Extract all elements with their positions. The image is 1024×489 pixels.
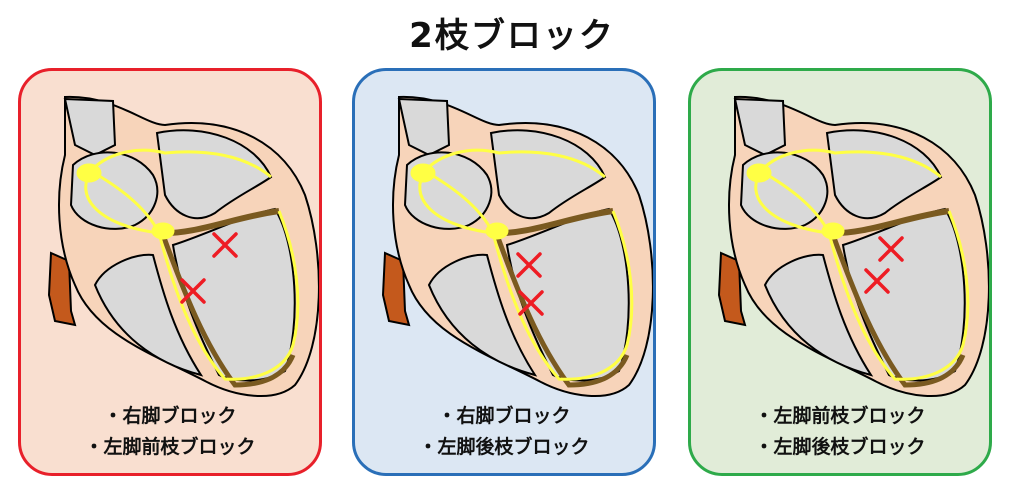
caption-line-2: ・左脚前枝ブロック: [84, 436, 256, 458]
right-ventricle: [427, 253, 538, 377]
block-caption: ・左脚前枝ブロック ・左脚後枝ブロック: [691, 401, 989, 463]
pulmonary-trunk: [397, 97, 451, 157]
caption-line-2: ・左脚後枝ブロック: [418, 436, 590, 458]
panel-lafb-lpfb: ・左脚前枝ブロック ・左脚後枝ブロック: [688, 68, 992, 476]
panel-rbbb-lpfb: ・右脚ブロック ・左脚後枝ブロック: [352, 68, 656, 476]
sa-node: [410, 163, 436, 183]
block-caption: ・右脚ブロック ・左脚前枝ブロック: [21, 401, 319, 463]
heart-diagram: [717, 95, 989, 397]
heart-diagram: [381, 95, 653, 397]
atrial-conduction: [423, 148, 606, 179]
block-caption: ・右脚ブロック ・左脚後枝ブロック: [355, 401, 653, 463]
block-mark: [864, 268, 890, 294]
right-bundle-conduction: [157, 210, 300, 381]
left-posterior-path: [494, 234, 630, 388]
block-mark: [518, 290, 544, 316]
caption-line-1: ・右脚ブロック: [103, 405, 237, 427]
sa-node: [746, 163, 772, 183]
block-mark: [878, 236, 904, 262]
sa-node: [76, 163, 102, 183]
pulmonary-trunk: [733, 97, 787, 157]
block-mark: [516, 252, 542, 278]
panel-rbbb-lafb: ・右脚ブロック ・左脚前枝ブロック: [18, 68, 322, 476]
right-bundle-conduction: [491, 210, 634, 381]
block-mark: [212, 232, 238, 258]
atrial-conduction: [759, 148, 942, 179]
diagram-title: 2枝ブロック: [409, 16, 615, 56]
caption-line-2: ・左脚後枝ブロック: [754, 436, 926, 458]
right-ventricle: [93, 253, 204, 377]
av-node: [821, 222, 845, 240]
av-node: [485, 222, 509, 240]
pulmonary-trunk: [63, 97, 117, 157]
left-posterior-path: [830, 234, 966, 388]
right-bundle-conduction: [827, 210, 970, 381]
right-ventricle: [763, 253, 874, 377]
av-node: [151, 222, 175, 240]
atrial-conduction: [89, 148, 272, 179]
block-mark: [180, 278, 206, 304]
heart-diagram: [47, 95, 319, 397]
left-posterior-path: [160, 234, 296, 388]
caption-line-1: ・右脚ブロック: [437, 405, 571, 427]
caption-line-1: ・左脚前枝ブロック: [754, 405, 926, 427]
